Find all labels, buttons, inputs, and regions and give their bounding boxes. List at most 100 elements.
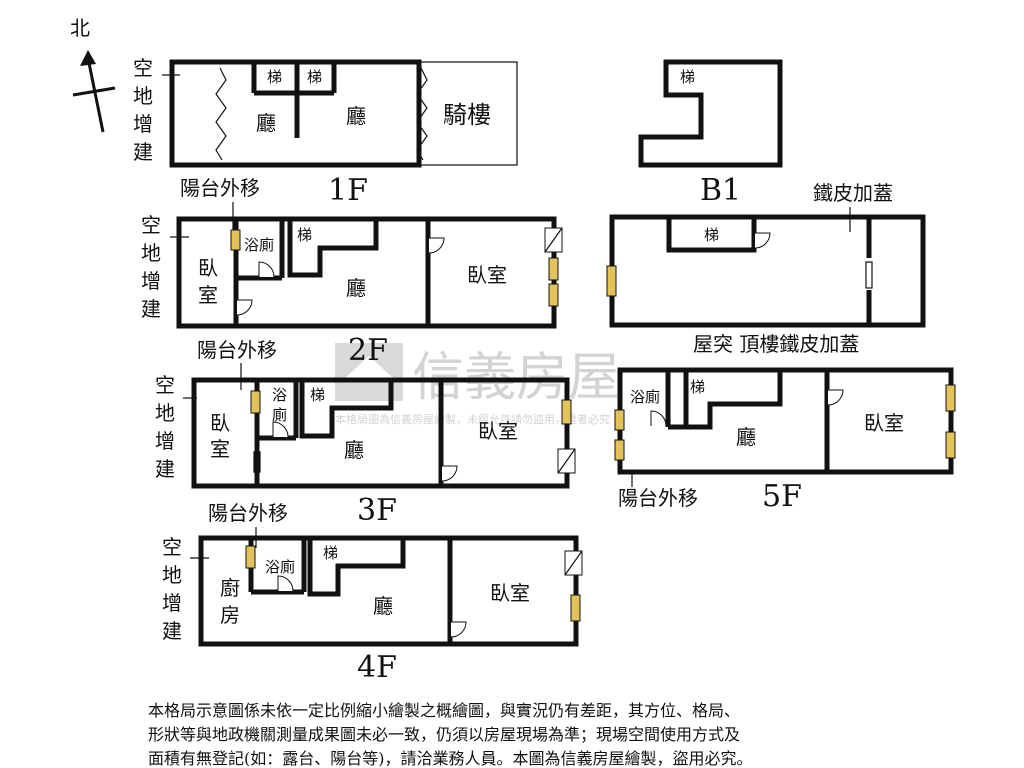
- door-swing-icon: [236, 299, 253, 316]
- room-stairs: 梯: [704, 226, 719, 244]
- room-hall: 廳: [346, 104, 366, 128]
- room-stairs: 梯: [680, 68, 695, 86]
- door-swing-icon: [277, 575, 294, 592]
- room-stairs: 梯: [690, 378, 705, 396]
- window-icon: [548, 283, 559, 307]
- side-char: 空: [141, 213, 161, 237]
- side-char: 空: [162, 535, 182, 559]
- room-hall: 廳: [346, 276, 366, 300]
- side-char: 地: [133, 84, 153, 108]
- side-char: 建: [141, 297, 161, 321]
- side-char: 增: [155, 429, 175, 453]
- watermark-logo-mark: [345, 356, 393, 378]
- wall-stairs-5f: [683, 370, 783, 430]
- room-bedroom: 室: [210, 437, 230, 461]
- door-swing-icon: [428, 237, 445, 254]
- floor-label-5f: 5F: [762, 479, 802, 514]
- floor-5f: 浴廁 梯 廳 臥室 陽台外移 5F: [614, 367, 956, 514]
- floor-label-b1: B1: [700, 173, 741, 208]
- side-label-1f: 空 地 增 建: [133, 56, 153, 164]
- room-hall: 廳: [256, 111, 276, 135]
- ac-unit-icon: [544, 227, 563, 253]
- folding-door-icon: [215, 67, 227, 161]
- side-char: 地: [162, 563, 182, 587]
- room-bedroom: 臥室: [864, 411, 904, 435]
- room-stairs: 梯: [323, 544, 338, 562]
- ac-unit-icon: [557, 448, 576, 474]
- room-bathroom: 浴廁: [244, 236, 274, 254]
- ac-unit-icon: [564, 550, 583, 576]
- floor-label-1f: 1F: [328, 173, 368, 208]
- room-bedroom: 臥: [198, 256, 218, 280]
- room-bathroom: 浴: [272, 386, 287, 404]
- annotation-balcony-moved: 陽台外移: [197, 338, 277, 362]
- folding-door-icon: [416, 67, 428, 161]
- room-stairs: 梯: [297, 226, 312, 244]
- wall-stairs-3f: [299, 380, 394, 439]
- north-arrow-icon: [86, 57, 105, 133]
- side-char: 建: [133, 140, 153, 164]
- side-char: 建: [162, 619, 182, 643]
- window-icon: [614, 409, 625, 431]
- watermark-caption: 本格局圖為信義房屋繪製，未經允許請勿盜用，違者必究: [335, 412, 610, 426]
- window-icon: [570, 594, 581, 622]
- side-char: 增: [162, 591, 182, 615]
- side-label-4f: 空 地 增 建: [162, 535, 182, 643]
- room-arcade: 騎樓: [443, 101, 491, 129]
- room-hall: 廳: [344, 438, 364, 462]
- room-kitchen: 房: [220, 603, 240, 627]
- sliding-door-icon: [865, 261, 873, 289]
- room-bedroom: 臥: [210, 411, 230, 435]
- floor-label-4f: 4F: [357, 650, 397, 685]
- north-label: 北: [70, 16, 90, 40]
- wall-stairs-roof: [666, 217, 757, 253]
- door-swing-icon: [258, 261, 275, 278]
- outer-wall-4f: [198, 535, 579, 647]
- annotation-iron-roof: 鐵皮加蓋: [813, 181, 893, 205]
- floor-label-3f: 3F: [357, 493, 397, 528]
- side-char: 地: [155, 401, 175, 425]
- window-icon: [561, 399, 572, 425]
- room-bedroom: 臥室: [478, 419, 518, 443]
- side-char: 空: [133, 56, 153, 80]
- room-kitchen: 廚: [220, 576, 240, 600]
- north-arrow-head-icon: [80, 50, 96, 66]
- side-char: 空: [155, 373, 175, 397]
- window-icon: [548, 257, 559, 281]
- annotation-balcony-moved: 陽台外移: [208, 501, 288, 525]
- window-icon: [245, 545, 256, 569]
- disclaimer-line: 本格局示意圖係未依一定比例縮小繪製之概繪圖，與實況仍有差距，其方位、格局、: [148, 701, 740, 720]
- disclaimer: 本格局示意圖係未依一定比例縮小繪製之概繪圖，與實況仍有差距，其方位、格局、 形狀…: [148, 701, 753, 768]
- north-arrow: 北: [70, 16, 116, 133]
- window-icon: [945, 384, 956, 412]
- floor-roof: 鐵皮加蓋 梯 屋突 頂樓鐵皮加蓋: [606, 181, 926, 356]
- outer-wall-3f: [191, 377, 570, 489]
- side-char: 地: [141, 241, 161, 265]
- arcade-outline: [418, 61, 518, 166]
- room-bedroom: 臥室: [467, 263, 507, 287]
- outer-wall-b1: [638, 59, 783, 168]
- room-stairs: 梯: [307, 68, 322, 86]
- floor-b1: 梯 B1: [638, 59, 783, 208]
- sliding-door-icon: [253, 451, 261, 473]
- window-icon: [606, 265, 617, 297]
- floor-4f: 陽台外移 空 地 增 建 浴廁 梯 廚 房 廳 臥室 4F: [162, 501, 583, 685]
- north-arrow-cross: [72, 86, 116, 97]
- floor-label-roof: 屋突 頂樓鐵皮加蓋: [693, 332, 859, 356]
- wall-stairs-2f: [287, 219, 379, 278]
- disclaimer-line: 形狀等與地政機關測量成果圖未必一致，仍須以房屋現場為準；現場空間使用方式及: [148, 725, 740, 744]
- floor-label-2f: 2F: [348, 333, 388, 368]
- room-bedroom: 臥室: [490, 581, 530, 605]
- wall-stairs-4f: [307, 538, 406, 597]
- window-icon: [614, 439, 625, 461]
- room-stairs: 梯: [267, 68, 282, 86]
- room-bathroom: 浴廁: [265, 558, 295, 576]
- window-icon: [250, 390, 261, 414]
- door-swing-icon: [827, 389, 844, 406]
- side-label-3f: 空 地 增 建: [155, 373, 175, 481]
- door-swing-icon: [272, 421, 289, 438]
- side-label-2f: 空 地 增 建: [141, 213, 161, 321]
- floor-1f: 空 地 增 建 梯 梯 廳 廳 騎樓 1F: [133, 56, 518, 208]
- annotation-balcony-moved: 陽台外移: [618, 486, 698, 510]
